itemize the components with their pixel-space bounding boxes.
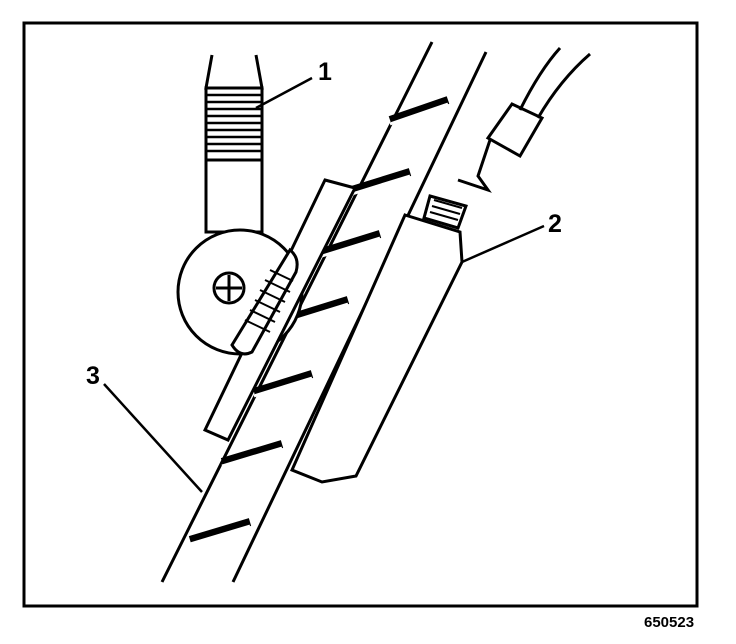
leader-lines xyxy=(103,76,545,493)
rod-shaft xyxy=(160,41,488,583)
leader-1 xyxy=(255,76,313,110)
corrugated-hose xyxy=(204,54,264,234)
figure-id: 650523 xyxy=(644,614,694,631)
clamp-body xyxy=(202,178,358,442)
callout-2: 2 xyxy=(548,210,562,238)
callout-3: 3 xyxy=(86,362,100,390)
sensor-device xyxy=(289,46,591,484)
leader-2 xyxy=(461,224,545,264)
callout-1: 1 xyxy=(318,58,332,86)
leader-3 xyxy=(103,383,203,493)
